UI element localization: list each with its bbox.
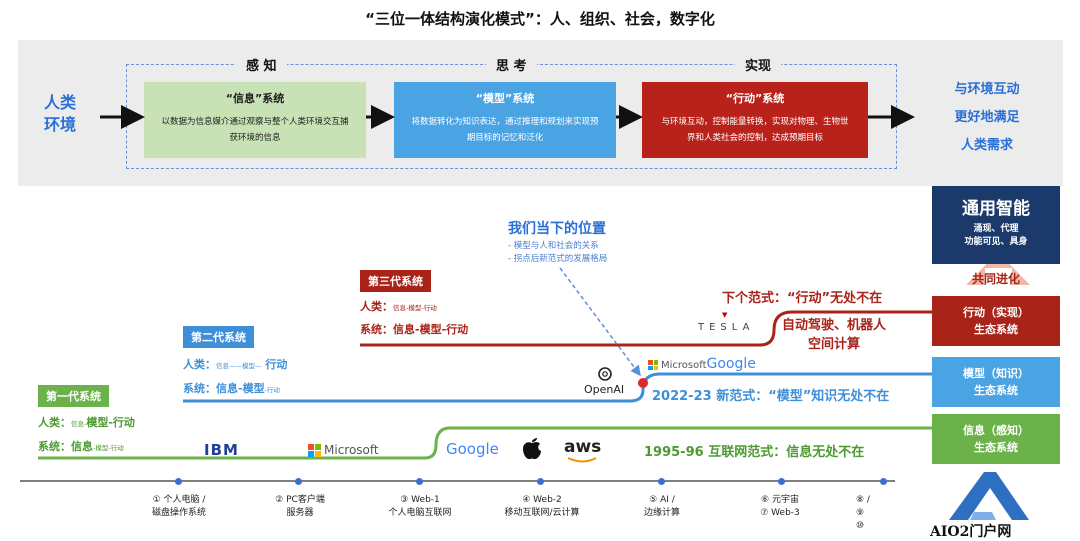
stage-realize: 实现 <box>735 55 782 74</box>
openai-logo: OpenAI <box>584 383 625 396</box>
stage-perceive: 感 知 <box>236 55 287 74</box>
watermark-text: AIO2门户网 <box>930 524 1012 540</box>
ibm-logo: IBM <box>204 441 239 459</box>
gen2-line <box>183 372 935 403</box>
microsoft-grid-small-icon <box>648 360 658 370</box>
aws-smile-icon <box>567 457 597 463</box>
current-position-title: 我们当下的位置 <box>508 221 606 237</box>
info-ecosystem-box: 信息（感知） 生态系统 <box>932 414 1060 464</box>
agi-box: 通用智能 涌现、代理 功能可见、具身 <box>932 186 1060 264</box>
gen2-label: 第二代系统 <box>183 326 254 348</box>
timeline-dot <box>175 478 182 485</box>
gen3-label: 第三代系统 <box>360 270 431 292</box>
tesla-t-icon: ▼ <box>722 311 728 319</box>
timeline-dot <box>295 478 302 485</box>
human-environment-label: 人类 环境 <box>43 93 76 134</box>
gen1-system: 系统：信息-模型-行动 <box>38 440 124 453</box>
site-logo-icon <box>949 472 1029 520</box>
timeline-dot <box>416 478 423 485</box>
gen1-human: 人类：信息-模型-行动 <box>38 416 135 429</box>
action-system-box: “行动”系统 与环境互动，控制能量转换，实现对物理、生物世界和人类社会的控制，达… <box>642 82 868 158</box>
model-ecosystem-box: 模型（知识） 生态系统 <box>932 357 1060 407</box>
info-system-box: “信息”系统 以数据为信息媒介通过观察与整个人类环境交互捕获环境的信息 <box>144 82 366 158</box>
timeline-dot <box>658 478 665 485</box>
evolve-arrow <box>966 252 1030 285</box>
timeline-label-1: ① 个人电脑 /磁盘操作系统 <box>151 495 206 518</box>
current-position-notes: - 模型与人和社会的关系 - 拐点后新范式的发展格局 <box>508 241 608 264</box>
gen3-human: 人类：信息-模型-行动 <box>360 300 437 313</box>
timeline-label-5: ⑤ AI /边缘计算 <box>643 495 680 518</box>
paradigm-next-sub: 自动驾驶、机器人 空间计算 <box>782 318 887 352</box>
gen1-line <box>38 426 935 460</box>
microsoft-logo: Microsoft <box>308 443 379 457</box>
openai-icon <box>598 367 612 381</box>
paradigm-1995: 1995-96 互联网范式：信息无处不在 <box>644 445 865 460</box>
paradigm-next: 下个范式：“行动”无处不在 <box>722 291 883 306</box>
interaction-goal-label: 与环境互动 更好地满足 人类需求 <box>954 82 1020 153</box>
paradigm-2022: 2022-23 新范式：“模型”知识无处不在 <box>652 389 890 404</box>
timeline-dot <box>880 478 887 485</box>
gen2-system: 系统：信息-模型-行动 <box>183 382 280 395</box>
gen2-human: 人类：信息——模型— 行动 <box>183 358 288 371</box>
co-evolution-label: 共同进化 <box>971 272 1020 286</box>
google-logo: Google <box>446 440 499 458</box>
action-ecosystem-box: 行动（实现） 生态系统 <box>932 296 1060 346</box>
gen3-system: 系统：信息-模型-行动 <box>360 323 469 336</box>
page-title: “三位一体结构演化模式”：人、组织、社会，数字化 <box>365 10 715 28</box>
gen1-label: 第一代系统 <box>38 385 109 407</box>
aws-logo: aws <box>564 437 602 457</box>
model-system-box: “模型”系统 将数据转化为知识表达，通过推理和规划来实现预期目标的记忆和泛化 <box>394 82 616 158</box>
timeline-dot <box>537 478 544 485</box>
current-position-marker <box>638 378 648 388</box>
tesla-logo: TESLA <box>698 322 755 333</box>
apple-logo-icon <box>523 438 541 460</box>
stage-think: 思 考 <box>486 55 537 74</box>
position-pointer <box>559 267 641 377</box>
microsoft-grid-icon <box>308 444 321 457</box>
timeline-dot <box>778 478 785 485</box>
microsoft-google-logo: MicrosoftGoogle <box>648 356 756 372</box>
timeline-label-2: ② PC客户端服务器 <box>275 495 325 518</box>
gen3-line <box>360 310 935 347</box>
